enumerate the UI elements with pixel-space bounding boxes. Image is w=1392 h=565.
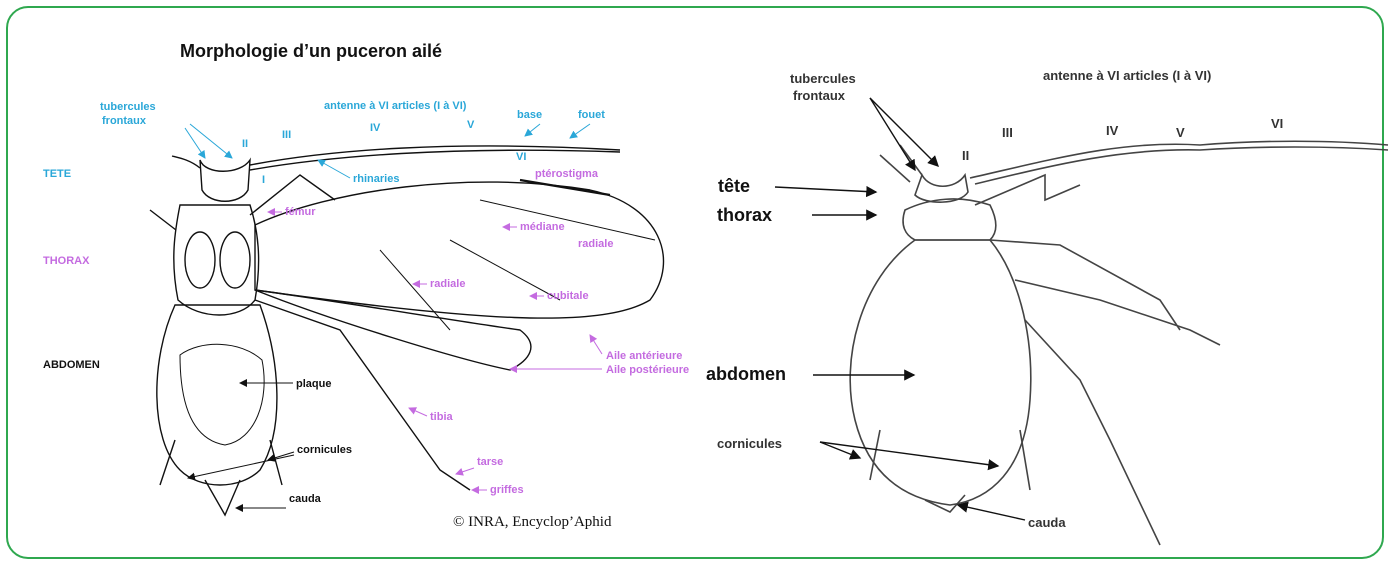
label-griffes: griffes: [490, 484, 524, 496]
section-abdomen: ABDOMEN: [43, 359, 100, 371]
label-mediane: médiane: [520, 221, 565, 233]
label-femur: fémur: [285, 206, 316, 218]
label-aile-anterieure: Aile antérieure: [606, 350, 682, 362]
label-cubitale: cubitale: [547, 290, 589, 302]
label-II-right: II: [962, 148, 969, 163]
label-cauda-left: cauda: [289, 493, 322, 505]
section-thorax: THORAX: [43, 255, 90, 267]
label-cornicules-left: cornicules: [297, 444, 352, 456]
credit-text: © INRA, Encyclop’Aphid: [453, 514, 612, 530]
label-frontaux-right: frontaux: [793, 88, 846, 103]
label-base: base: [517, 109, 542, 121]
label-aile-posterieure: Aile postérieure: [606, 364, 689, 376]
label-I-left: I: [262, 174, 265, 186]
label-fouet: fouet: [578, 109, 605, 121]
wingless-aphid-drawing: [850, 141, 1388, 545]
label-tarse: tarse: [477, 456, 503, 468]
label-VI-left: VI: [516, 151, 526, 163]
label-abdomen-right: abdomen: [706, 364, 786, 384]
label-VI-right: VI: [1271, 116, 1283, 131]
label-tibia: tibia: [430, 411, 453, 423]
label-cauda-right: cauda: [1028, 515, 1066, 530]
label-radiale-1: radiale: [578, 238, 613, 250]
label-IV-left: IV: [370, 122, 381, 134]
winged-aphid-drawing: [150, 146, 664, 515]
label-tubercules-right: tubercules: [790, 71, 856, 86]
label-IV-right: IV: [1106, 123, 1119, 138]
label-tete-right: tête: [718, 176, 750, 196]
label-thorax-right: thorax: [717, 205, 772, 225]
label-III-right: III: [1002, 125, 1013, 140]
label-plaque: plaque: [296, 378, 331, 390]
label-frontaux-left: frontaux: [102, 115, 147, 127]
label-pterostigma: ptérostigma: [535, 168, 599, 180]
label-radiale-2: radiale: [430, 278, 465, 290]
label-cornicules-right: cornicules: [717, 436, 782, 451]
label-antenne-right: antenne à VI articles (I à VI): [1043, 68, 1211, 83]
left-title: Morphologie d’un puceron ailé: [180, 41, 442, 61]
section-tete: TETE: [43, 168, 71, 180]
label-rhinaries: rhinaries: [353, 173, 399, 185]
label-tubercules-left: tubercules: [100, 101, 156, 113]
label-II-left: II: [242, 138, 248, 150]
label-III-left: III: [282, 129, 291, 141]
label-V-right: V: [1176, 125, 1185, 140]
label-V-left: V: [467, 119, 475, 131]
label-antenne-left: antenne à VI articles (I à VI): [324, 100, 467, 112]
